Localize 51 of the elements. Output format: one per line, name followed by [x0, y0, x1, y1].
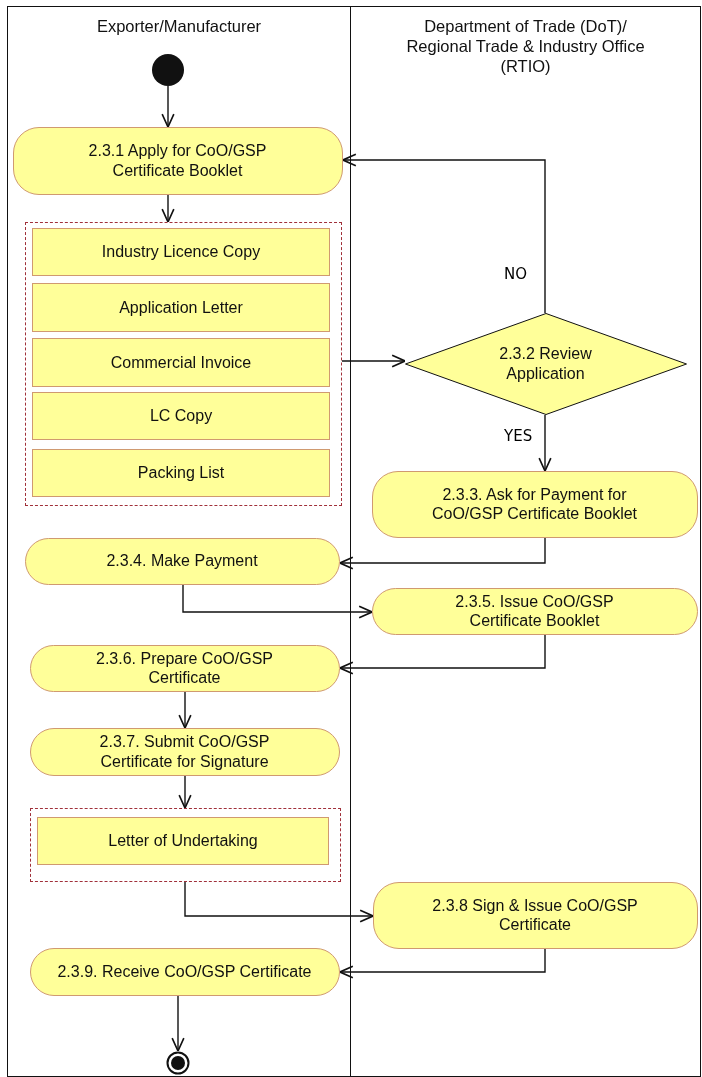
document-box [32, 228, 330, 276]
step-label: 2.3.2 Review Application [498, 344, 593, 383]
arrow [339, 948, 546, 979]
step-label: 2.3.9. Receive CoO/GSP Certificate [57, 961, 312, 982]
step-label: Commercial Invoice [110, 352, 252, 373]
step-label: 2.3.7. Submit CoO/GSP Certificate for Signature [98, 732, 271, 771]
activity-box [29, 947, 340, 996]
activity-box [371, 587, 698, 635]
arrow [161, 85, 175, 128]
step-label: Application Letter [119, 297, 243, 318]
swimlane [7, 6, 351, 1077]
step-label: 2.3.6. Prepare CoO/GSP Certificate [95, 648, 274, 688]
lane-heading: Exporter/Manufacturer [95, 17, 263, 37]
arrow [339, 537, 546, 570]
step-label: Letter of Undertaking [108, 831, 258, 851]
end-node [165, 1050, 190, 1075]
arrow [538, 414, 552, 472]
activity-box [371, 470, 698, 538]
activity-box [24, 537, 340, 585]
arrow [341, 354, 406, 368]
document-box [32, 449, 330, 497]
step-label: 2.3.8 Sign & Issue CoO/GSP Certificate [431, 895, 639, 935]
arrow [342, 153, 546, 314]
start-node [151, 53, 184, 86]
arrow [161, 194, 175, 223]
document-box [32, 392, 330, 440]
activity-box [29, 727, 340, 776]
arrow [171, 995, 185, 1052]
document-box [37, 817, 329, 865]
step-label: 2.3.4. Make Payment [106, 551, 258, 571]
lane-heading: Department of Trade (DoT)/ Regional Trade & Industry Office (RTIO) [405, 17, 646, 77]
arrow [178, 691, 192, 729]
decision-diamond [404, 312, 687, 415]
activity-box [29, 644, 340, 692]
swimlane [350, 6, 701, 1077]
step-label: 2.3.3. Ask for Payment for CoO/GSP Certificate Booklet [430, 484, 639, 524]
arrow [178, 775, 192, 809]
step-label: 2.3.5. Issue CoO/GSP Certificate Booklet [454, 591, 615, 631]
activity-box [372, 881, 698, 949]
document-box [32, 338, 330, 387]
document-box [32, 283, 330, 332]
document-group [24, 221, 342, 506]
step-label: 2.3.1 Apply for CoO/GSP Certificate Booklet [87, 141, 268, 180]
step-label: Packing List [137, 463, 225, 483]
arrow [339, 634, 546, 675]
step-label: LC Copy [149, 406, 213, 426]
arrow [184, 881, 374, 923]
activity-box [12, 126, 343, 195]
step-label: Industry Licence Copy [101, 242, 261, 262]
document-group [29, 807, 341, 882]
arrow [182, 584, 373, 619]
